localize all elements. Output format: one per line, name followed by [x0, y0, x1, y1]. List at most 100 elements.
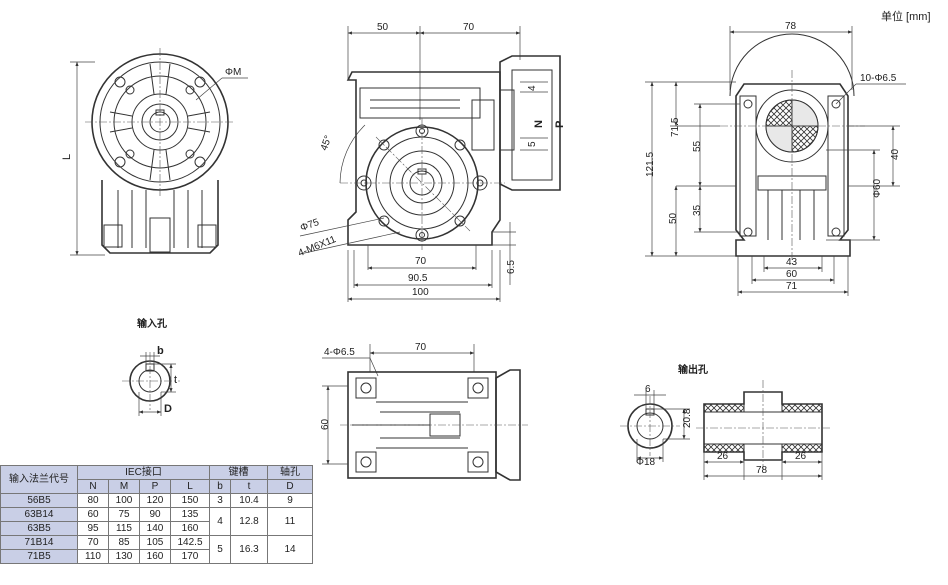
- cell-d: 11: [267, 507, 313, 536]
- dim-43: 43: [786, 257, 798, 268]
- cell-m: 115: [108, 521, 140, 536]
- dim-4: 4: [527, 85, 538, 91]
- th-key: 键槽: [209, 465, 268, 480]
- input-bore-view: 输入孔 b t D: [122, 317, 180, 416]
- dim-6-key: 6: [645, 384, 651, 395]
- dim-40: 40: [890, 148, 901, 160]
- dim-60-bottom-view: 60: [320, 418, 331, 430]
- label-b: b: [157, 345, 164, 357]
- cell-n: 70: [77, 535, 109, 550]
- th-d: D: [267, 479, 313, 494]
- cell-code: 71B14: [0, 535, 78, 550]
- table-row: 71B5 110 130 160 170: [0, 549, 313, 564]
- dim-4-holes: 4-Φ6.5: [324, 347, 355, 358]
- cell-code: 71B5: [0, 549, 78, 564]
- th-b: b: [209, 479, 231, 494]
- dim-m6-holes: 4-M6X11: [297, 234, 338, 259]
- cell-b: 4: [209, 507, 231, 536]
- dim-dia60: Φ60: [872, 178, 883, 198]
- label-d: D: [164, 403, 172, 415]
- dim-35: 35: [692, 204, 703, 216]
- unit-label: 单位 [mm]: [881, 9, 931, 23]
- dim-70-top: 70: [463, 22, 475, 33]
- dim-10-holes: 10-Φ6.5: [860, 73, 897, 84]
- cell-l: 160: [170, 521, 210, 536]
- cell-code: 56B5: [0, 493, 78, 508]
- dim-100: 100: [412, 287, 429, 298]
- output-bore-title: 输出孔: [678, 363, 708, 376]
- cell-p: 160: [139, 549, 171, 564]
- input-bore-title: 输入孔: [137, 317, 167, 330]
- cell-d: 14: [267, 535, 313, 564]
- dim-26-right: 26: [795, 451, 807, 462]
- cell-m: 85: [108, 535, 140, 550]
- dim-dia18: Φ18: [636, 457, 656, 468]
- side-view: 78 10-Φ6.5 121.5 71.5: [645, 21, 906, 296]
- dim-70-bottom: 70: [415, 256, 427, 267]
- dim-71-side: 71: [786, 281, 798, 292]
- dim-dia-m-label: ΦM: [225, 67, 241, 78]
- table-subheader-row: N M P L b t D: [1, 479, 313, 494]
- dim-26-left: 26: [717, 451, 729, 462]
- output-bore-view: 输出孔 6 20.8 Φ18 26 26: [620, 363, 830, 480]
- label-n: N: [533, 120, 545, 128]
- dim-angle: 45°: [319, 134, 335, 152]
- cell-m: 100: [108, 493, 140, 508]
- cell-t: 10.4: [230, 493, 268, 508]
- spec-table: 输入法兰代号 IEC接口 键槽 轴孔 N M P L b t D 56B5 80…: [0, 465, 313, 564]
- dim-70-bottom-view: 70: [415, 342, 427, 353]
- dim-71-5: 71.5: [670, 117, 681, 137]
- cell-code: 63B5: [0, 521, 78, 536]
- dim-50-side: 50: [668, 212, 679, 224]
- th-n: N: [77, 479, 109, 494]
- cell-d: 9: [267, 493, 313, 508]
- cell-p: 120: [139, 493, 171, 508]
- dim-5: 5: [527, 141, 538, 147]
- cell-p: 140: [139, 521, 171, 536]
- table-row: 71B14 70 85 105 142.5 5 16.3 14: [0, 535, 313, 564]
- cell-b: 3: [209, 493, 231, 508]
- cell-code: 63B14: [0, 507, 78, 522]
- th-t: t: [230, 479, 268, 494]
- cell-l: 150: [170, 493, 210, 508]
- table-header-row: 输入法兰代号 IEC接口 键槽 轴孔: [0, 465, 313, 494]
- th-bore: 轴孔: [267, 465, 313, 480]
- cell-m: 75: [108, 507, 140, 522]
- cell-n: 60: [77, 507, 109, 522]
- table-row: 63B14 60 75 90 135 4 12.8 11: [0, 507, 313, 536]
- dim-6-5: 6.5: [506, 260, 517, 274]
- th-p: P: [139, 479, 171, 494]
- left-end-view: L ΦM: [61, 48, 248, 256]
- th-iec: IEC接口: [77, 465, 210, 480]
- dim-dia75: Φ75: [299, 217, 321, 234]
- cell-b: 5: [209, 535, 231, 564]
- dim-90-5: 90.5: [408, 273, 428, 284]
- dim-78-top: 78: [785, 21, 797, 32]
- th-m: M: [108, 479, 140, 494]
- dim-55: 55: [692, 140, 703, 152]
- cell-n: 95: [77, 521, 109, 536]
- label-t: t: [174, 374, 177, 386]
- th-l: L: [170, 479, 210, 494]
- cell-l: 170: [170, 549, 210, 564]
- cell-p: 105: [139, 535, 171, 550]
- cell-l: 135: [170, 507, 210, 522]
- dim-78-shaft: 78: [756, 465, 768, 476]
- cell-l: 142.5: [170, 535, 210, 550]
- cell-t: 12.8: [230, 507, 268, 536]
- dim-50-top: 50: [377, 22, 389, 33]
- dim-121-5: 121.5: [645, 152, 656, 177]
- cell-n: 80: [77, 493, 109, 508]
- cell-m: 130: [108, 549, 140, 564]
- front-view: 50 70 N P 4 5: [297, 22, 566, 302]
- bottom-view: 70 4-Φ6.5 60: [320, 342, 528, 481]
- label-p: P: [554, 121, 566, 128]
- dim-20-8: 20.8: [682, 408, 693, 428]
- dim-60-side: 60: [786, 269, 798, 280]
- th-flange-code: 输入法兰代号: [0, 465, 78, 494]
- dim-l-label: L: [61, 154, 73, 160]
- cell-t: 16.3: [230, 535, 268, 564]
- table-row: 56B5 80 100 120 150 3 10.4 9: [0, 493, 313, 508]
- cell-p: 90: [139, 507, 171, 522]
